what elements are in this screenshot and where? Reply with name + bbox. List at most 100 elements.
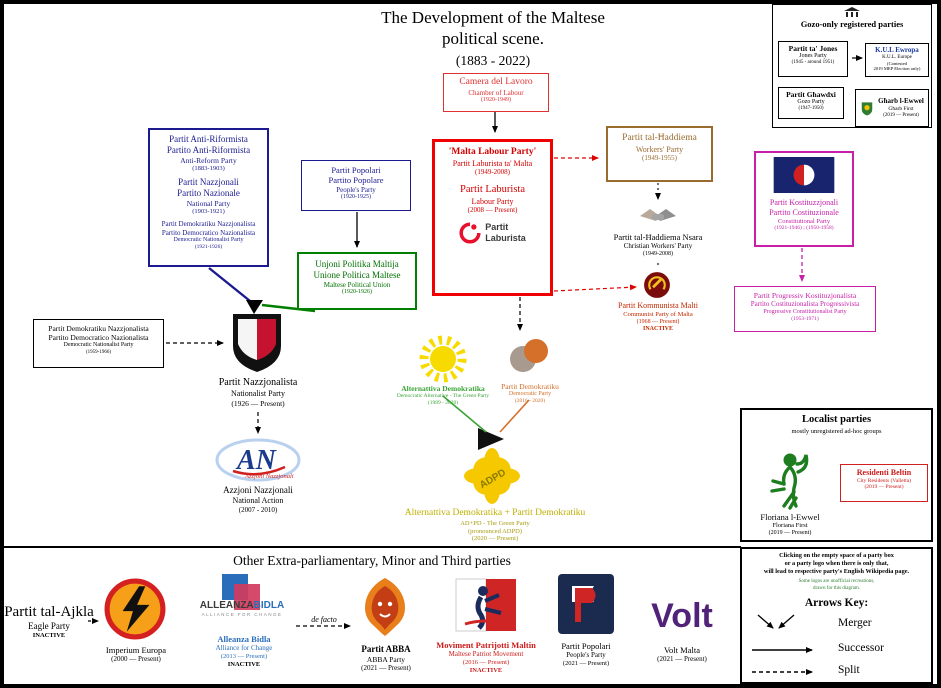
residenti-name: Residenti Beltin xyxy=(856,468,912,477)
pd-caption: Partit Demokratiku Democratic Party (201… xyxy=(490,382,570,405)
communist-hammer-sickle-logo[interactable] xyxy=(643,271,671,299)
adpd-flower-logo[interactable]: ADPD xyxy=(458,426,526,506)
mlp-name: 'Malta Labour Party' xyxy=(448,147,537,157)
pd-name: Partit Demokratiku xyxy=(501,382,559,391)
split-arrow-sample xyxy=(752,669,813,675)
party-box-haddiema[interactable]: Partit tal-Ħaddiema Workers' Party (1949… xyxy=(606,126,713,182)
party-box-gharb-lewwel[interactable]: Għarb l-Ewwel Għarb First (2019 — Presen… xyxy=(855,89,929,127)
kommunista-caption: Partit Kommunista Malti Communist Party … xyxy=(606,301,710,333)
kommunista-name: Partit Kommunista Malti xyxy=(618,301,698,310)
popolari-en: People's Party xyxy=(336,185,376,194)
party-box-popolari-1920[interactable]: Partit Popolari Partito Popolare People'… xyxy=(301,160,411,211)
labour-logo-line1: Partit xyxy=(485,221,509,232)
party-box-labour[interactable]: 'Malta Labour Party' Partit Laburista ta… xyxy=(432,139,553,296)
pd-en: Democratic Party xyxy=(508,391,552,398)
ad-caption: Alternattiva Demokratika Democratic Alte… xyxy=(384,384,502,407)
an-name: Azzjoni Nazzjonali xyxy=(223,485,293,495)
kost-dates: (1921-1946) ; (1950-1958) xyxy=(774,225,834,232)
labour-logo[interactable]: Partit Laburista xyxy=(436,222,549,244)
an-logo[interactable]: AN Azzjoni Nazzjonali xyxy=(215,438,301,482)
jones-name: Partit ta' Jones xyxy=(788,44,838,53)
legend-split-label: Split xyxy=(838,664,860,676)
ajkla-caption: Partit tal-Ajkla Eagle Party INACTIVE xyxy=(0,603,98,640)
bidla-wordmark-line: ALLEANZABIDLA xyxy=(184,600,300,612)
nsara-dates: (1949-2008) xyxy=(643,250,673,257)
an-logo-subtext: Azzjoni Nazzjonali xyxy=(244,473,294,480)
legend-merger-label: Merger xyxy=(838,617,872,629)
popolari-2021-logo[interactable] xyxy=(558,574,614,634)
party-box-camera-del-lavoro[interactable]: Camera del Lavoro Chamber of Labour (192… xyxy=(443,73,549,112)
progressiv-name1: Partit Progressiv Kostituzjonalista xyxy=(753,291,857,300)
anti-g3-name2: Partito Democratico Nazionalista xyxy=(161,228,256,237)
party-box-unjoni[interactable]: Unjoni Politika Maltija Unione Politica … xyxy=(297,252,417,310)
party-box-jones[interactable]: Partit ta' Jones Jones Party (1945 - aro… xyxy=(778,41,848,77)
volt-wordmark-logo[interactable]: Volt xyxy=(651,597,713,635)
title-line1: The Development of the Maltese xyxy=(381,8,605,27)
alleanza-bidla-wordmark[interactable]: ALLEANZABIDLA ALLIANCE FOR CHANGE xyxy=(184,600,300,618)
popolari-name1: Partit Popolari xyxy=(331,165,381,175)
floriana-dates: (2019 — Present) xyxy=(768,530,812,537)
patrijotti-flag-logo[interactable] xyxy=(455,578,517,632)
bottom-section-divider xyxy=(0,546,741,548)
legend-note-line2: or a party logo when there is only that, xyxy=(784,560,889,567)
legend-smallnote-line2: drawn for this diagram. xyxy=(813,586,860,591)
party-box-anti-riformista[interactable]: Partit Anti-Riformista Partito Anti-Rifo… xyxy=(148,128,269,267)
kost-en: Constitutional Party xyxy=(777,217,831,225)
ad-name: Alternattiva Demokratika xyxy=(401,384,485,393)
anti-g3-name1: Partit Demokratiku Nazzjonalista xyxy=(161,220,256,228)
mlp-mt: Partit Laburista ta' Malta xyxy=(452,158,533,168)
nsara-caption: Partit tal-Ħaddiema Nsara Christian Work… xyxy=(600,232,716,258)
successor-arrow-sample xyxy=(752,647,813,653)
abba-lion-crest-logo[interactable] xyxy=(356,576,414,638)
localist-panel: Localist parties mostly unregistered ad-… xyxy=(740,408,933,542)
residenti-dates: (2019 — Present) xyxy=(864,484,904,491)
party-box-residenti-beltin[interactable]: Residenti Beltin City Residents (Vallett… xyxy=(840,464,928,502)
haddiema-en: Workers' Party xyxy=(635,144,684,154)
temple-icon xyxy=(844,7,860,17)
kul-note2: 2019 MEP Election only) xyxy=(873,66,921,72)
gharb-crest-logo[interactable] xyxy=(860,100,874,117)
pn-name: Partit Nazzjonalista xyxy=(218,377,298,388)
bidla-en: Alliance for Change xyxy=(215,644,273,653)
defacto-label: de facto xyxy=(311,615,337,624)
camera-dates: (1920-1949) xyxy=(481,97,511,104)
bidla-wordmark-bidla: BIDLA xyxy=(253,600,285,611)
kul-name: K.U.L Ewropa xyxy=(875,46,919,54)
legend-smallnote-line1: Some logos are unofficial recreations, xyxy=(798,579,875,584)
jones-en: Jones Party xyxy=(799,53,827,60)
party-box-pdn-1959[interactable]: Partit Demokratiku Nazzjonalista Partito… xyxy=(33,319,164,368)
party-box-progressiv[interactable]: Partit Progressiv Kostituzjonalista Part… xyxy=(734,286,876,332)
pdn1959-name2: Partito Democratico Nazionalista xyxy=(48,333,149,343)
merger-arrow-sample xyxy=(757,614,795,629)
popolari21-dates: (2021 — Present) xyxy=(562,659,610,667)
pd-logo[interactable] xyxy=(505,336,553,376)
pn-shield-logo[interactable] xyxy=(231,312,283,374)
party-box-kostituzzjonali[interactable]: Partit Kostituzzjonali Partito Costituzi… xyxy=(754,151,854,247)
handshake-icon[interactable] xyxy=(638,204,678,230)
mlp-dates2: (2008 — Present) xyxy=(467,206,518,215)
legend-note-line3: will lead to respective party's English … xyxy=(763,568,910,575)
popolari-dates: (1920-1925) xyxy=(341,194,371,201)
adpd-name: Alternattiva Demokratika + Partit Demokr… xyxy=(404,508,586,518)
popolari-name2: Partito Popolare xyxy=(328,175,384,186)
mlp-dates1: (1949-2008) xyxy=(475,168,510,177)
gharb-en: Għarb First xyxy=(888,105,914,112)
floriana-lion-logo[interactable] xyxy=(760,448,814,510)
progressiv-en: Progressive Constitutionalist Party xyxy=(763,308,847,315)
an-en: National Action xyxy=(232,495,284,505)
party-box-ghawdxi[interactable]: Partit Għawdxi Gozo Party (1947-1950) xyxy=(778,87,844,119)
labour-logo-wordmark: Partit Laburista xyxy=(485,222,526,244)
ghawdxi-en: Gozo Party xyxy=(797,99,825,106)
party-box-kul-ewropa[interactable]: K.U.L Ewropa K.U.L. Europe (Contested 20… xyxy=(865,43,929,77)
ad-sun-logo[interactable] xyxy=(414,332,472,386)
kost-name2: Partito Costituzionale xyxy=(769,207,839,217)
kul-note1: (Contested xyxy=(887,60,907,66)
alleanza-bidla-squares-logo[interactable] xyxy=(220,572,264,612)
adpd-caption: Alternattiva Demokratika + Partit Demokr… xyxy=(360,508,630,543)
anti-g1-name1: Partit Anti-Riformista xyxy=(169,134,248,144)
imperium-europa-logo[interactable] xyxy=(104,578,166,640)
ad-dates: (1989 - 2020) xyxy=(427,399,459,406)
nsara-en: Christian Workers' Party xyxy=(623,242,693,251)
anti-g3-en: Democratic Nationalist Party xyxy=(173,237,244,244)
